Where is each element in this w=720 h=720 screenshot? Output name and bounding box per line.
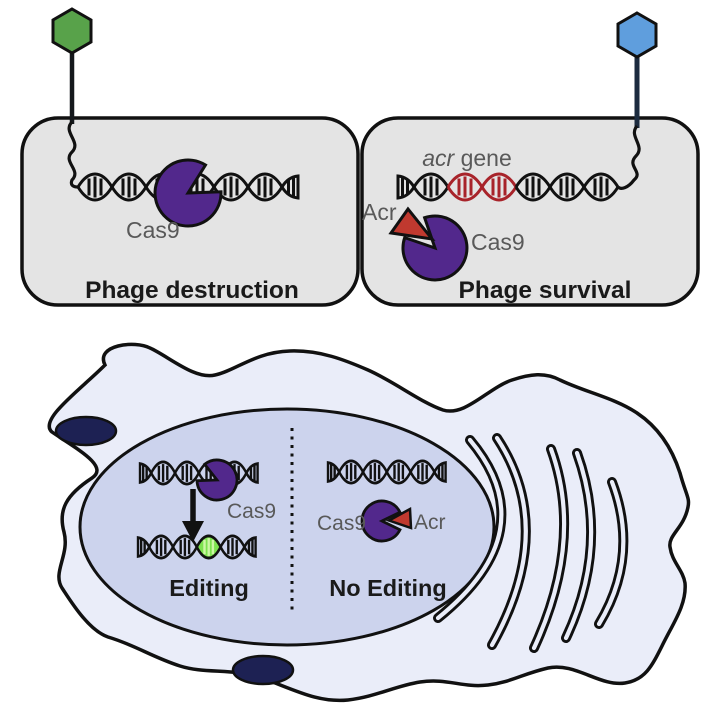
cas9-label: Cas9	[317, 512, 366, 535]
organelle-upper	[54, 415, 118, 447]
editing-section: Cas9 Editing	[136, 458, 276, 601]
editing-heading: Editing	[169, 575, 249, 601]
er-cisterna-core	[596, 479, 626, 627]
acr-gene-italic: acr	[422, 145, 455, 171]
organelle-lower	[231, 654, 295, 686]
acr-label: Acr	[362, 199, 397, 225]
cas9-label: Cas9	[471, 229, 525, 255]
cas9-label: Cas9	[227, 500, 276, 523]
injected-dna-squiggle	[67, 120, 79, 189]
er-cisterna-core	[435, 437, 504, 621]
acr-label: Acr	[414, 511, 446, 534]
phage-head-green	[51, 7, 93, 55]
edit-arrow-head	[182, 521, 204, 542]
host-cell: Cas9 Editing	[47, 342, 691, 703]
injected-dna-squiggle	[616, 124, 641, 190]
cas9-pacman-blocked	[360, 499, 402, 543]
panel-title: Phage survival	[459, 277, 632, 304]
no-editing-heading: No Editing	[329, 575, 446, 601]
panel-phage-survival: acr gene Acr Cas9 Phage survival	[360, 11, 700, 307]
edited-dna-helix	[136, 534, 258, 560]
cas9-label: Cas9	[126, 217, 180, 243]
er-cisterna-core	[563, 450, 594, 641]
acr-gene-rest: gene	[454, 145, 512, 171]
endoplasmic-reticulum	[433, 433, 629, 653]
acr-gene-label: acr gene	[422, 145, 512, 171]
acr-protein-triangle	[388, 206, 436, 242]
cas9-pacman-editing	[195, 458, 239, 502]
panel-title: Phage destruction	[85, 277, 299, 304]
panel-phage-destruction: Cas9 Phage destruction	[20, 7, 360, 307]
er-cisterna-core	[489, 435, 528, 648]
er-cisterna-core	[531, 446, 567, 651]
cas9-pacman	[153, 158, 223, 228]
no-editing-section: Cas9 Acr No Editing	[317, 461, 448, 601]
cas9-pacman-blocked	[401, 214, 469, 282]
phage-head-blue	[616, 11, 658, 59]
acr-protein-triangle	[385, 506, 413, 530]
